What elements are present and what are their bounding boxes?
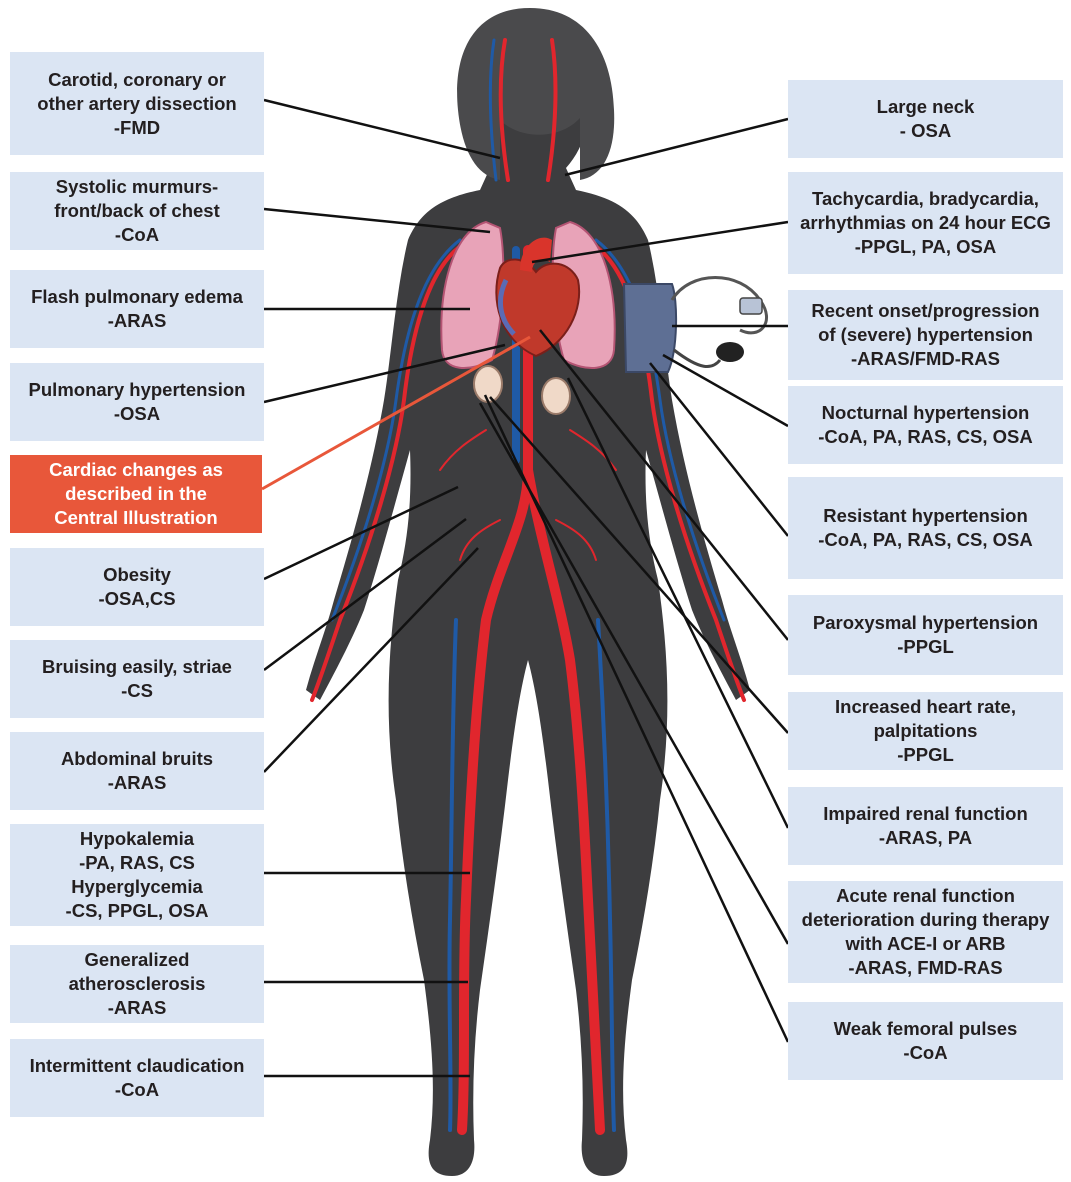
right-label-1: Large neck- OSA [788,80,1063,158]
right-label-5: Resistant hypertension-CoA, PA, RAS, CS,… [788,477,1063,579]
body-outline [306,12,750,1176]
right-label-7: Increased heart rate,palpitations-PPGL [788,692,1063,770]
left-label-6: Obesity-OSA,CS [10,548,264,626]
label-line: Generalized [85,948,190,972]
label-line: -PA, RAS, CS [79,851,195,875]
label-line: Systolic murmurs- [56,175,218,199]
label-line: Tachycardia, bradycardia, [812,187,1039,211]
label-line: Paroxysmal hypertension [813,611,1038,635]
label-line: Recent onset/progression [811,299,1039,323]
label-line: -CoA [903,1041,947,1065]
label-line: Central Illustration [54,506,217,530]
right-label-4: Nocturnal hypertension-CoA, PA, RAS, CS,… [788,386,1063,464]
label-line: atherosclerosis [69,972,206,996]
label-line: with ACE-I or ARB [846,932,1006,956]
label-line: Large neck [877,95,975,119]
right-label-10: Weak femoral pulses-CoA [788,1002,1063,1080]
label-line: -OSA,CS [98,587,175,611]
left-label-2: Systolic murmurs-front/back of chest-CoA [10,172,264,250]
right-label-8: Impaired renal function-ARAS, PA [788,787,1063,865]
label-line: Obesity [103,563,171,587]
label-line: other artery dissection [37,92,236,116]
right-kidney [542,378,570,414]
label-line: Impaired renal function [823,802,1028,826]
label-line: Intermittent claudication [30,1054,245,1078]
label-line: - OSA [900,119,951,143]
label-line: -PPGL [897,635,954,659]
label-line: -PPGL, PA, OSA [855,235,997,259]
label-line: deterioration during therapy [802,908,1050,932]
label-line: Increased heart rate, [835,695,1016,719]
label-line: -ARAS/FMD-RAS [851,347,1000,371]
label-line: -FMD [114,116,160,140]
label-line: -ARAS [108,771,167,795]
label-line: Flash pulmonary edema [31,285,243,309]
right-label-6: Paroxysmal hypertension-PPGL [788,595,1063,675]
label-line: -CS, PPGL, OSA [66,899,209,923]
label-line: Cardiac changes as [49,458,223,482]
label-line: palpitations [874,719,978,743]
label-line: -CoA, PA, RAS, CS, OSA [818,528,1032,552]
label-line: Weak femoral pulses [834,1017,1018,1041]
right-label-2: Tachycardia, bradycardia,arrhythmias on … [788,172,1063,274]
label-line: -CoA [115,223,159,247]
label-line: -ARAS, FMD-RAS [848,956,1002,980]
right-label-3: Recent onset/progressionof (severe) hype… [788,290,1063,380]
label-line: -ARAS [108,309,167,333]
left-label-11: Intermittent claudication-CoA [10,1039,264,1117]
label-line: of (severe) hypertension [818,323,1033,347]
label-line: Pulmonary hypertension [29,378,246,402]
label-line: described in the [65,482,207,506]
label-line: Hypokalemia [80,827,194,851]
label-line: -OSA [114,402,160,426]
left-label-9: Hypokalemia-PA, RAS, CSHyperglycemia-CS,… [10,824,264,926]
pump-bulb [716,342,744,362]
label-line: -PPGL [897,743,954,767]
body-silhouette [306,8,750,1176]
label-line: Abdominal bruits [61,747,213,771]
left-kidney [474,366,502,402]
label-line: arrhythmias on 24 hour ECG [800,211,1051,235]
leader-line [663,355,788,426]
left-label-4: Pulmonary hypertension-OSA [10,363,264,441]
left-label-5: Cardiac changes asdescribed in theCentra… [10,455,262,533]
label-line: front/back of chest [54,199,220,223]
label-line: Resistant hypertension [823,504,1028,528]
left-label-7: Bruising easily, striae-CS [10,640,264,718]
label-line: -CoA [115,1078,159,1102]
label-line: Bruising easily, striae [42,655,232,679]
label-line: -ARAS [108,996,167,1020]
left-label-8: Abdominal bruits-ARAS [10,732,264,810]
cuff-gauge [740,298,762,314]
left-label-3: Flash pulmonary edema-ARAS [10,270,264,348]
label-line: -CS [121,679,153,703]
label-line: Carotid, coronary or [48,68,226,92]
label-line: Nocturnal hypertension [822,401,1030,425]
label-line: Hyperglycemia [71,875,203,899]
label-line: -ARAS, PA [879,826,972,850]
label-line: -CoA, PA, RAS, CS, OSA [818,425,1032,449]
label-line: Acute renal function [836,884,1015,908]
